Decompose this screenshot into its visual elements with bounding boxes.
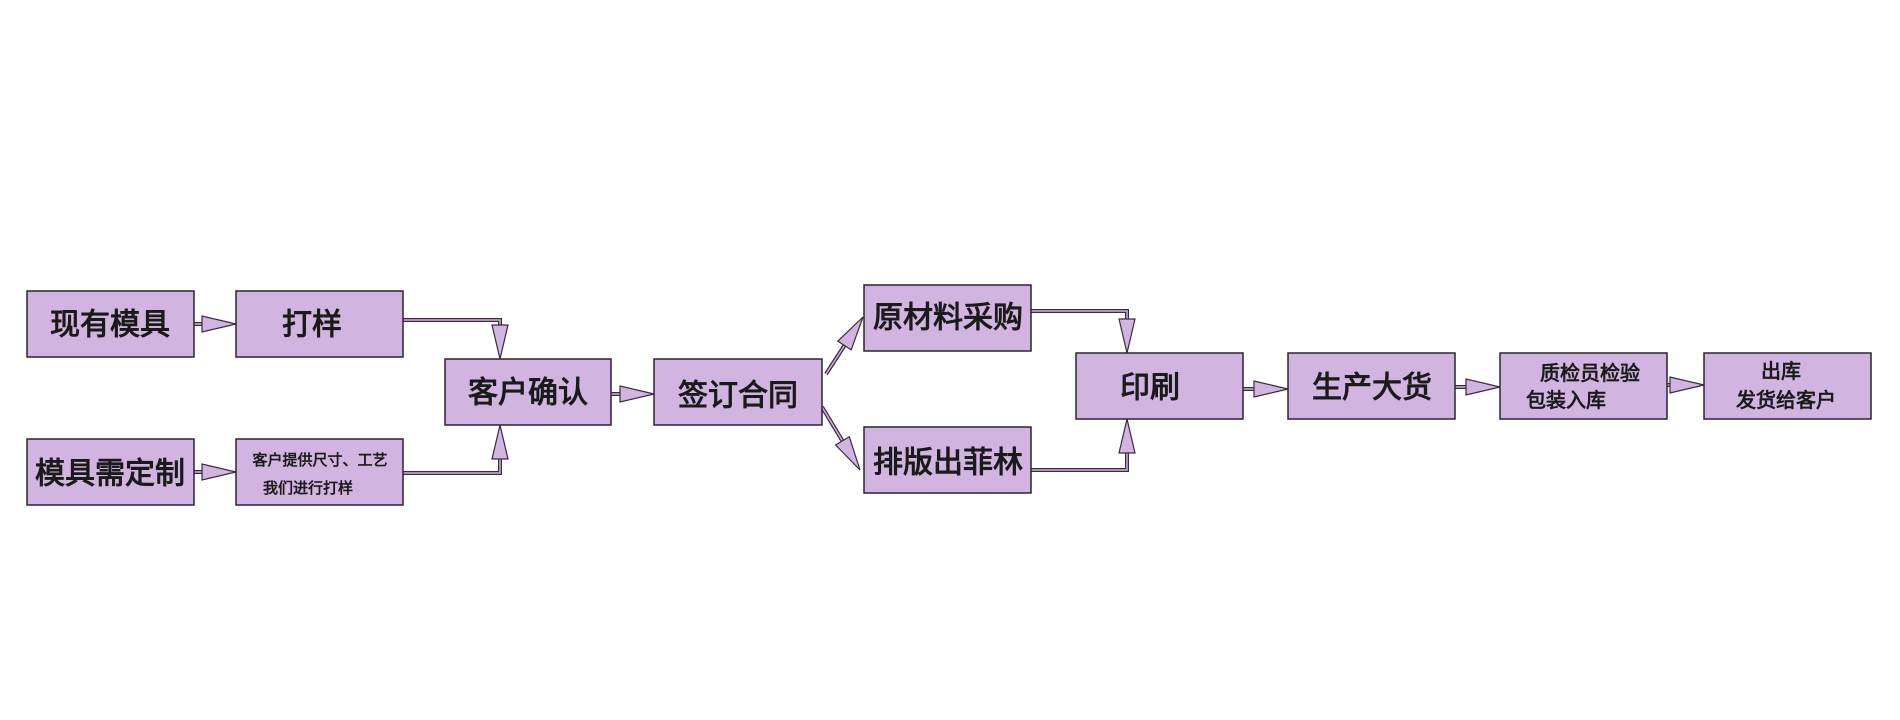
arrow-material-to-printing <box>1031 309 1136 354</box>
arrowhead-icon <box>1253 380 1289 398</box>
arrow-shaft <box>821 406 844 442</box>
node-label-line2: 包装入库 <box>1526 388 1606 412</box>
arrows <box>194 309 1705 481</box>
node-mass-production: 生产大货 <box>1287 352 1456 420</box>
node-box <box>1075 352 1244 420</box>
node-customer-confirm: 客户确认 <box>444 358 612 426</box>
node-label-line1: 出库 <box>1761 359 1801 383</box>
arrow-specs-to-confirm <box>403 424 509 475</box>
arrow-production-to-qc <box>1455 378 1501 396</box>
arrow-shaft <box>403 459 502 475</box>
arrow-shaft <box>403 319 501 325</box>
node-label: 生产大货 <box>1312 371 1432 406</box>
arrow-existing-to-sampling <box>194 315 237 333</box>
node-label-line1: 质检员检验 <box>1540 361 1640 385</box>
node-shipping: 出库 发货给客户 <box>1703 352 1872 420</box>
node-material-purchase: 原材料采购 <box>863 284 1032 352</box>
arrowhead-icon <box>1118 318 1136 354</box>
arrow-contract-to-typeset <box>820 405 861 471</box>
node-box <box>235 290 404 358</box>
arrowhead-icon <box>1669 376 1705 394</box>
arrow-shaft <box>1031 453 1129 472</box>
node-box <box>863 426 1032 494</box>
node-existing-mold: 现有模具 <box>26 290 195 358</box>
node-box <box>653 358 823 426</box>
arrow-shaft <box>1031 309 1129 319</box>
arrow-sampling-to-confirm <box>403 318 509 360</box>
node-box <box>26 290 195 358</box>
node-label: 打样 <box>282 308 342 343</box>
arrowhead-icon <box>201 463 237 481</box>
node-printing: 印刷 <box>1075 352 1244 420</box>
node-box <box>444 358 612 426</box>
arrowhead-icon <box>1118 418 1136 454</box>
node-sampling: 打样 <box>235 290 404 358</box>
arrow-confirm-to-contract <box>611 385 655 403</box>
arrow-shaft <box>403 459 501 474</box>
node-label: 现有模具 <box>50 308 170 343</box>
arrow-printing-to-production <box>1243 380 1289 398</box>
node-label: 印刷 <box>1120 371 1180 406</box>
node-sign-contract: 签订合同 <box>653 358 823 426</box>
node-label-line2: 发货给客户 <box>1735 388 1836 412</box>
node-customer-specs: 客户提供尺寸、工艺 我们进行打样 <box>235 438 404 506</box>
node-custom-mold: 模具需定制 <box>26 438 195 506</box>
arrowhead-icon <box>834 435 861 471</box>
node-qc-packing: 质检员检验 包装入库 <box>1499 352 1668 420</box>
node-box <box>1499 352 1668 420</box>
arrow-contract-to-material <box>824 316 864 376</box>
arrow-custom-to-specs <box>194 463 237 481</box>
arrow-typeset-to-printing <box>1031 418 1136 472</box>
node-label: 客户确认 <box>468 376 588 411</box>
arrowhead-icon <box>491 324 509 360</box>
node-label: 模具需定制 <box>35 457 185 492</box>
arrowhead-icon <box>619 385 655 403</box>
arrow-shaft <box>1031 310 1128 319</box>
arrowhead-icon <box>491 424 509 460</box>
node-box <box>235 438 404 506</box>
node-box <box>1703 352 1872 420</box>
arrow-qc-to-shipping <box>1667 376 1705 394</box>
arrowhead-icon <box>836 316 864 351</box>
node-label: 签订合同 <box>678 379 798 414</box>
node-label: 原材料采购 <box>873 301 1023 336</box>
arrowhead-icon <box>201 315 237 333</box>
node-typeset-film: 排版出菲林 <box>863 426 1032 494</box>
node-label-line2: 我们进行打样 <box>263 479 353 497</box>
arrowhead-icon <box>1465 378 1501 396</box>
node-label-line1: 客户提供尺寸、工艺 <box>251 451 387 469</box>
node-box <box>1287 352 1456 420</box>
arrow-shaft <box>1031 453 1128 471</box>
node-box <box>863 284 1032 352</box>
node-label: 排版出菲林 <box>873 446 1023 481</box>
arrow-shaft <box>825 345 846 375</box>
node-box <box>26 438 195 506</box>
